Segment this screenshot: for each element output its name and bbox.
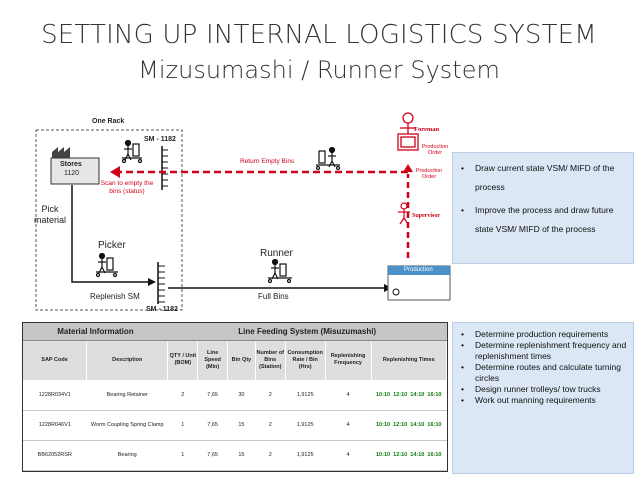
foreman-icon (397, 112, 419, 151)
time: 16:10 (427, 391, 442, 398)
line-speed: 7,65 (197, 440, 228, 471)
description: Worm Coupling Spring Clamp (86, 410, 168, 441)
material-info-header: Material Information (23, 323, 168, 341)
foreman-label: Foreman (414, 126, 440, 133)
production-header (388, 266, 450, 275)
list-item: Determine routes and calculate turning c… (453, 362, 633, 384)
time: 14:10 (410, 422, 425, 428)
supervisor-icon (398, 202, 410, 225)
sm-bottom-label: SM - 1182 (146, 306, 178, 313)
sm-rack-bottom-icon (157, 262, 165, 304)
replenishing-times: 10:10 12:10 14:10 16:10 (371, 410, 447, 441)
trolley-icon-runner (267, 258, 292, 284)
supervisor-label: Supervisor (412, 213, 441, 219)
requirements-bullet-box: Determine production requirements Determ… (452, 322, 634, 474)
trolley-icon-picker (95, 252, 118, 278)
production-label: Production (404, 267, 433, 273)
picker-label: Picker (98, 240, 126, 251)
sap-code: 1228R046V1 (23, 410, 87, 441)
sap-code: 1228R034V1 (23, 380, 87, 411)
time: 12:10 (393, 452, 408, 458)
consumption-rate: 1,9125 (285, 440, 326, 471)
pick-material-label: Pick material (33, 204, 66, 225)
number-of-bins: 2 (255, 440, 286, 471)
column-header: Number of Bins (Station) (255, 340, 286, 380)
page-title: SETTING UP INTERNAL LOGISTICS SYSTEM (41, 20, 597, 50)
return-empty-bins-label: Return Empty Bins (240, 158, 295, 165)
machine-icon (392, 288, 400, 296)
production-order-2: Production Order (415, 168, 443, 180)
replenishing-frequency: 4 (325, 440, 371, 471)
qty: 2 (167, 380, 198, 411)
time: 10:10 (376, 422, 391, 428)
runner-label: Runner (260, 248, 293, 259)
column-header: Line Speed (Min) (197, 340, 229, 380)
time: 16:10 (427, 422, 442, 428)
trolley-icon-return (315, 146, 341, 171)
time: 16:10 (427, 452, 442, 458)
qty: 1 (167, 410, 198, 441)
consumption-rate: 1,9125 (285, 410, 326, 441)
stores-name: Stores (60, 161, 82, 168)
bin-qty: 15 (227, 410, 256, 441)
description: Bearing (86, 440, 168, 471)
consumption-rate: 1,9125 (285, 380, 326, 411)
number-of-bins: 2 (255, 410, 286, 441)
time: 12:10 (393, 391, 408, 398)
replenishing-frequency: 4 (325, 380, 371, 411)
column-header: QTY / Unit (BOM) (167, 340, 199, 380)
bin-qty: 30 (227, 380, 256, 411)
sap-code: BB62052RSR (23, 440, 87, 471)
trolley-icon-rack (121, 139, 143, 164)
list-item: Determine replenishment frequency and re… (453, 340, 633, 362)
list-item: Draw current state VSM/ MIFD of the proc… (453, 159, 633, 197)
time: 12:10 (393, 422, 408, 428)
replenishing-frequency: 4 (325, 410, 371, 441)
time: 14:10 (410, 452, 425, 458)
rack-outline (35, 129, 183, 311)
replenishing-times: 10:10 12:10 14:10 16:10 (371, 380, 447, 411)
column-header: Consumption Rate / Bin (Hrs) (285, 340, 326, 380)
qty: 1 (167, 440, 198, 471)
page-subtitle: Mizusumashi / Runner System (138, 56, 500, 84)
line-speed: 7,65 (197, 380, 228, 411)
sm-rack-top-icon (161, 146, 168, 190)
stores-code: 1120 (64, 170, 80, 177)
sm-top-label: SM - 1182 (144, 136, 176, 143)
list-item: Determine production requirements (453, 329, 633, 340)
bin-qty: 15 (227, 440, 256, 471)
replenish-sm-label: Replenish SM (90, 292, 140, 301)
list-item: Improve the process and draw future stat… (453, 201, 633, 239)
stores-factory-icon (50, 147, 100, 185)
list-item: Design runner trolleys/ tow trucks (453, 384, 633, 395)
full-bins-label: Full Bins (258, 292, 289, 301)
number-of-bins: 2 (255, 380, 286, 411)
column-header: Bin Qty (227, 340, 256, 380)
column-header: SAP Code (23, 340, 88, 380)
table-row: 1228R046V1 Worm Coupling Spring Clamp 1 … (23, 410, 447, 441)
table-row: BB62052RSR Bearing 1 7,65 15 2 1,9125 4 … (23, 440, 447, 471)
time: 14:10 (410, 391, 425, 398)
time: 10:10 (376, 452, 391, 458)
line-feeding-header: Line Feeding System (Misuzumashi) (167, 323, 447, 341)
scan-note: Scan to empty the bins (status) (100, 180, 154, 195)
description: Bearing Retainer (86, 380, 168, 411)
column-header: Description (86, 340, 169, 380)
list-item: Work out manning requirements (453, 395, 633, 406)
pick-material-arrow (71, 185, 148, 283)
table-row: 1228R034V1 Bearing Retainer 2 7,65 30 2 … (23, 380, 447, 411)
line-speed: 7,65 (197, 410, 228, 441)
column-header: Replenishing Frequency (325, 340, 372, 380)
vsm-bullet-box: Draw current state VSM/ MIFD of the proc… (452, 152, 634, 264)
replenishing-times: 10:10 12:10 14:10 16:10 (371, 440, 447, 471)
one-rack-label: One Rack (92, 118, 125, 125)
column-header: Replenishing Times (371, 340, 447, 380)
line-feeding-table: Material Information Line Feeding System… (22, 322, 448, 472)
time: 10:10 (376, 391, 391, 398)
production-order-1: Production Order (421, 144, 449, 156)
